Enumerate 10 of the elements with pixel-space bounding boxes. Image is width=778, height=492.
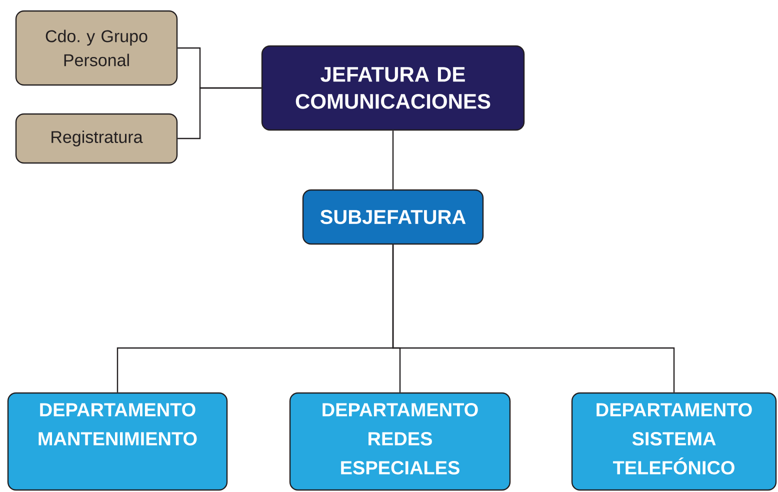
staff-box: Registratura [15,113,178,164]
head-box: JEFATURA DE COMUNICACIONES [261,45,525,131]
department-box: DEPARTAMENTO REDES ESPECIALES [289,392,511,491]
connector-line [392,244,675,392]
department-box: DEPARTAMENTO MANTENIMIENTO [7,392,228,491]
connector-line [392,130,394,190]
deputy-box: SUBJEFATURA [302,189,484,245]
connector-line [178,87,262,140]
staff-box: Cdo. y Grupo Personal [15,10,178,86]
department-box: DEPARTAMENTO SISTEMA TELEFÓNICO [571,392,777,491]
